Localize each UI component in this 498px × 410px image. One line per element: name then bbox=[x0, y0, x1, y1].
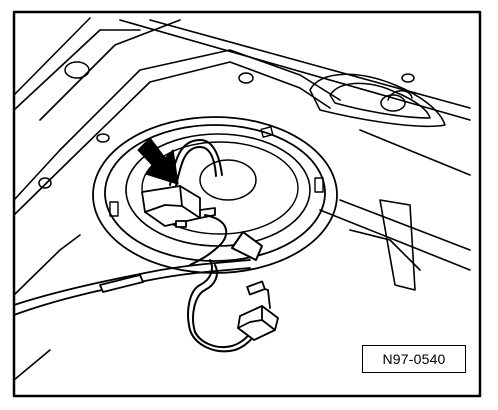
figure-frame bbox=[12, 10, 482, 398]
figure-reference-code: N97-0540 bbox=[382, 351, 446, 367]
fuel-line bbox=[13, 259, 251, 316]
panel-holes bbox=[38, 61, 446, 189]
floor-panel bbox=[13, 17, 471, 381]
small-connector bbox=[237, 280, 279, 341]
figure-reference-label: N97-0540 bbox=[362, 345, 466, 373]
sender-disc bbox=[199, 159, 257, 201]
direction-arrow bbox=[137, 137, 179, 185]
locking-lugs bbox=[109, 126, 324, 217]
connector-plug bbox=[141, 185, 216, 228]
